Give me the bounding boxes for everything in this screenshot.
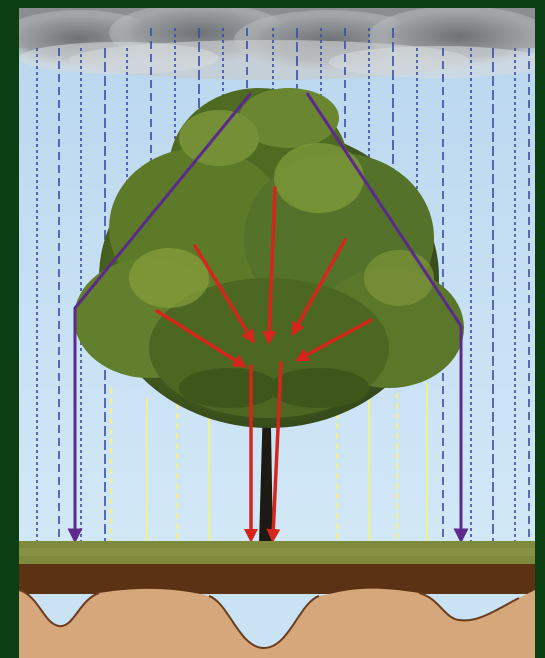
- ground: [19, 541, 535, 658]
- subsoil-layer: [19, 589, 535, 658]
- tree-rain-diagram: [19, 8, 535, 658]
- diagram-panel: [19, 8, 535, 658]
- cloud-icon: [19, 8, 535, 80]
- topsoil-layer: [19, 564, 535, 594]
